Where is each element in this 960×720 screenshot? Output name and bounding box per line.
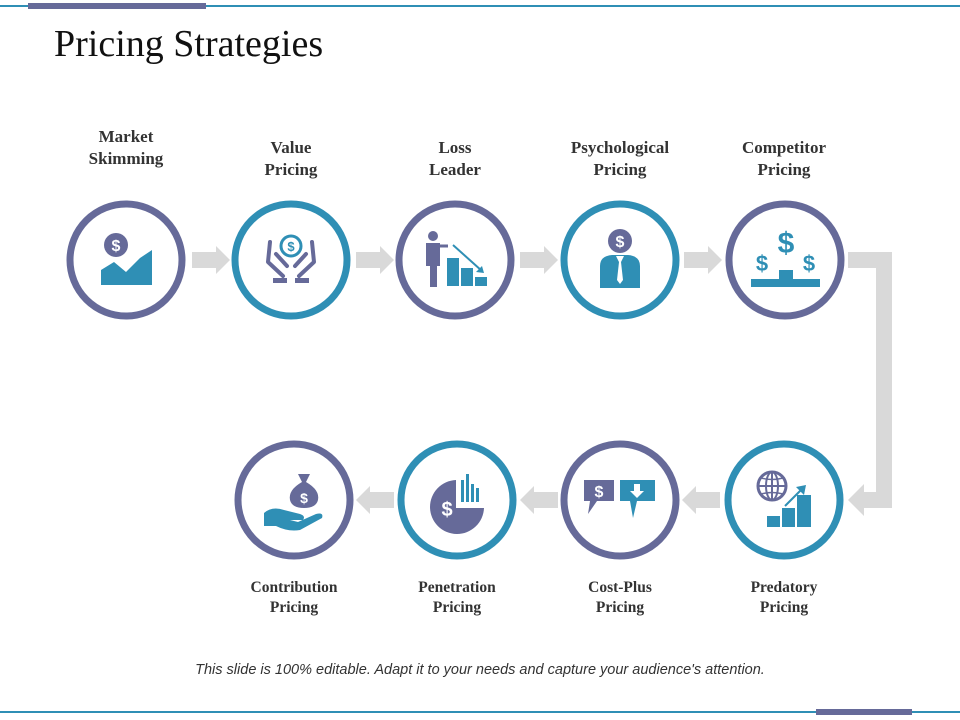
svg-text:$: $ [803, 251, 815, 276]
step-label-line: Cost-Plus [588, 579, 652, 596]
step-circle-8 [397, 440, 517, 560]
connector-arrow-1 [192, 246, 230, 274]
step-label-line: Pricing [595, 599, 645, 616]
step-label-line: Psychological [570, 138, 670, 157]
dollar-podium-icon: $ $ $ [751, 227, 820, 287]
step-label-line: Pricing [432, 599, 482, 616]
globe-growth-chart-icon [756, 470, 811, 527]
top-rule [0, 5, 960, 7]
elbow-connector-arrow [848, 252, 892, 516]
connector-arrow-4 [684, 246, 722, 274]
connector-arrow-7 [520, 486, 558, 514]
svg-text:$: $ [616, 234, 625, 251]
step-circle-6 [724, 440, 844, 560]
svg-text:$: $ [287, 239, 295, 254]
step-label-line: Pricing [269, 599, 319, 616]
step-label-line: Pricing [757, 160, 811, 179]
hands-dollar-icon: $ [266, 234, 316, 283]
svg-text:$: $ [300, 490, 308, 506]
bottom-rule [0, 711, 960, 713]
man-declining-chart-icon [426, 231, 487, 287]
svg-text:$: $ [595, 484, 604, 501]
step-label-line: Value [270, 138, 312, 157]
step-label-line: Pricing [759, 599, 809, 616]
pie-chart-dollar-icon: $ [430, 474, 484, 534]
step-label-line: Competitor [741, 138, 827, 157]
svg-text:$: $ [112, 238, 121, 255]
speech-bubbles-icon: $ [584, 480, 655, 518]
dollar-chart-icon: $ [101, 233, 152, 285]
step-label-line: Leader [429, 160, 481, 179]
svg-text:$: $ [756, 251, 768, 276]
page-title: Pricing Strategies [54, 23, 324, 65]
connector-arrow-8 [356, 486, 394, 514]
step-label-line: Market [98, 127, 154, 146]
step-label-line: Pricing [264, 160, 318, 179]
step-label-line: Contribution [250, 579, 338, 596]
footer-note: This slide is 100% editable. Adapt it to… [195, 662, 765, 678]
step-label-line: Loss [438, 138, 472, 157]
connector-arrow-3 [520, 246, 558, 274]
step-circle-5 [725, 200, 845, 320]
step-label-line: Predatory [750, 579, 818, 596]
step-circle-2 [231, 200, 351, 320]
hand-money-bag-icon: $ [264, 474, 323, 531]
bottom-accent-bar [816, 709, 912, 715]
step-label-line: Skimming [88, 149, 164, 168]
svg-text:$: $ [441, 499, 452, 521]
step-label-line: Pricing [593, 160, 647, 179]
step-label-line: Penetration [418, 579, 496, 596]
businessman-dollar-icon: $ [600, 229, 640, 288]
svg-text:$: $ [778, 227, 795, 260]
connector-arrow-6 [682, 486, 720, 514]
step-circle-1 [66, 200, 186, 320]
top-accent-bar [28, 3, 206, 9]
connector-arrow-2 [356, 246, 394, 274]
